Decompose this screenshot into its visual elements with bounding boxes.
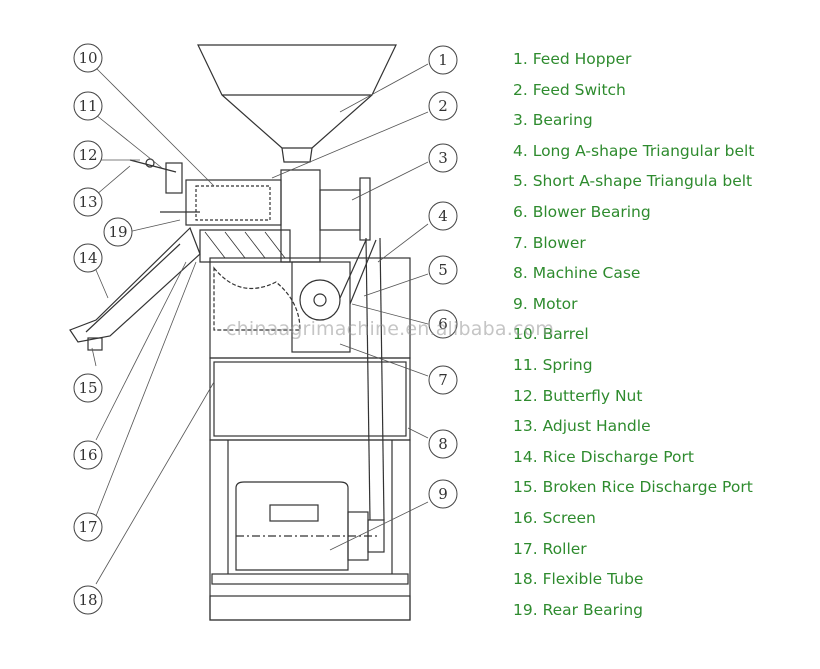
legend-item: 1. Feed Hopper [513, 50, 632, 68]
callout-1-label: 1 [438, 51, 448, 69]
machine-case [209, 357, 411, 621]
callout-17-label: 17 [78, 518, 97, 536]
callout-8: 8 [428, 429, 458, 459]
callout-7-label: 7 [438, 371, 448, 389]
watermark: chinaagrimachine.en.alibaba.com [226, 318, 555, 340]
legend-item: 12. Butterfly Nut [513, 386, 643, 405]
callout-3-label: 3 [438, 149, 448, 167]
motor [235, 481, 385, 571]
barrel-assembly [185, 169, 371, 263]
callout-6: 6 [428, 309, 458, 339]
callout-18: 18 [73, 585, 103, 615]
legend-item: 15. Broken Rice Discharge Port [513, 478, 753, 497]
callout-1: 1 [428, 45, 458, 75]
callout-15: 15 [73, 373, 103, 403]
callout-7: 7 [428, 365, 458, 395]
callout-16-label: 16 [78, 446, 97, 464]
callout-2-label: 2 [438, 97, 448, 115]
legend-item: 9. Motor [513, 294, 578, 313]
callout-15-label: 15 [78, 379, 97, 397]
callout-18-label: 18 [78, 591, 97, 609]
callout-9-label: 9 [438, 485, 448, 503]
callout-2: 2 [428, 91, 458, 121]
callout-10-label: 10 [78, 49, 97, 67]
callout-12-label: 12 [78, 146, 97, 164]
legend-item: 2. Feed Switch [513, 80, 626, 99]
legend-item: 13. Adjust Handle [513, 417, 651, 436]
callout-4-label: 4 [438, 207, 448, 225]
callout-9: 9 [428, 479, 458, 509]
legend-item: 3. Bearing [513, 111, 593, 130]
callout-4: 4 [428, 201, 458, 231]
callout-5: 5 [428, 255, 458, 285]
callout-17: 17 [73, 512, 103, 542]
callout-8-label: 8 [438, 435, 448, 453]
callout-19: 19 [103, 217, 133, 247]
legend-item: 14. Rice Discharge Port [513, 447, 694, 466]
legend-item: 17. Roller [513, 539, 587, 558]
front-handle-assembly [129, 158, 200, 213]
legend-item: 5. Short A-shape Triangula belt [513, 172, 753, 191]
legend-item: 18. Flexible Tube [513, 570, 644, 589]
callout-3: 3 [428, 143, 458, 173]
legend-item: 10. Barrel [513, 325, 589, 344]
legend-item: 4. Long A-shape Triangular belt [513, 141, 755, 160]
callout-16: 16 [73, 440, 103, 470]
callout-14: 14 [73, 243, 103, 273]
callout-11: 11 [73, 91, 103, 121]
callout-5-label: 5 [438, 261, 448, 279]
callout-numbers: 1 2 3 4 5 6 7 8 9 10 11 12 13 14 15 16 1… [73, 43, 458, 615]
legend-item: 19. Rear Bearing [513, 600, 643, 619]
legend-item: 11. Spring [513, 355, 593, 374]
legend-item: 8. Machine Case [513, 264, 641, 283]
callout-12: 12 [73, 140, 103, 170]
legend-item: 16. Screen [513, 508, 596, 527]
rice-mill-machine [69, 44, 411, 621]
leader-lines [91, 63, 429, 585]
legend-item: 7. Blower [513, 233, 586, 252]
callout-11-label: 11 [78, 97, 97, 115]
rice-discharge-port [69, 226, 201, 351]
parts-legend: 1. Feed Hopper 2. Feed Switch 3. Bearing… [513, 46, 754, 627]
callout-13: 13 [73, 187, 103, 217]
callout-10: 10 [73, 43, 103, 73]
callout-6-label: 6 [438, 315, 448, 333]
legend-item: 6. Blower Bearing [513, 202, 651, 221]
callout-19-label: 19 [108, 223, 127, 241]
drive-belts [339, 237, 385, 521]
callout-14-label: 14 [78, 249, 97, 267]
callout-13-label: 13 [78, 193, 97, 211]
feed-hopper [197, 44, 397, 163]
